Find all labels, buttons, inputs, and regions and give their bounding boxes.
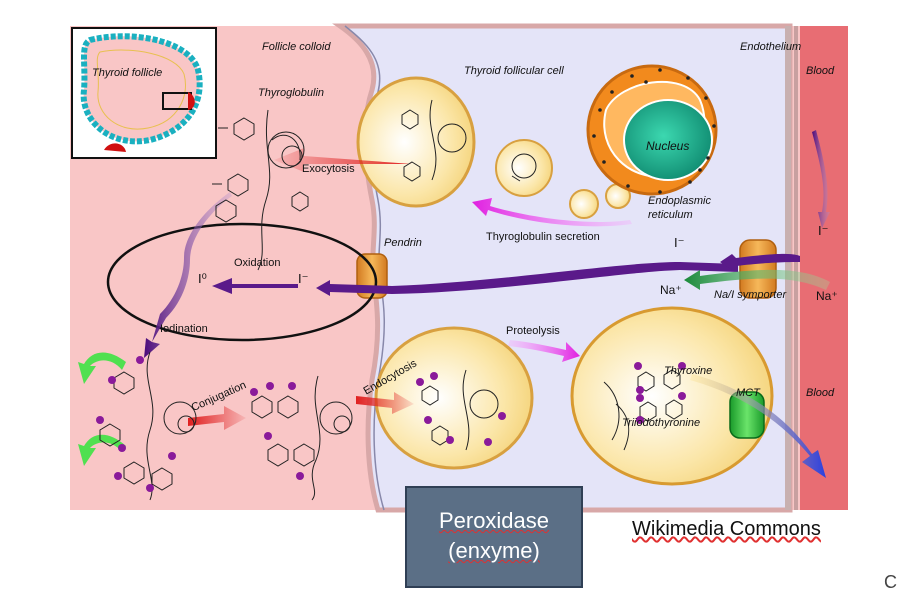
- peroxidase-line1: Peroxidase: [438, 508, 550, 533]
- triiodothyronine-label: Triiodothyronine: [622, 417, 701, 429]
- iodide-colloid-label: I⁻: [298, 271, 309, 286]
- thyroxine-label: Thyroxine: [664, 365, 713, 377]
- iodide-cell-label: I⁻: [674, 235, 685, 250]
- iodination-arrow: [144, 192, 232, 358]
- iodine-atoms: [96, 356, 686, 492]
- corner-glyph: C: [884, 572, 897, 592]
- credit-text: Wikimedia Commons: [632, 518, 821, 540]
- blood-region: [800, 26, 848, 510]
- wikimedia-credit: Wikimedia Commons: [632, 518, 821, 541]
- conjugation-curl-arrow-2: [78, 434, 126, 466]
- exocytosis-arrow: [274, 148, 412, 172]
- thyroglobulin-molecule: [212, 109, 309, 271]
- sodium-cell-label: Na⁺: [660, 283, 682, 297]
- nucleus: [623, 99, 713, 181]
- thyroglobulin-label: Thyroglobulin: [258, 87, 325, 99]
- thyroglobulin-secretion-label: Thyroglobulin secretion: [486, 231, 600, 243]
- exocytosis-vesicle: [356, 76, 476, 208]
- endocytosis-arrow: [356, 392, 414, 414]
- reticulum-label: reticulum: [648, 209, 693, 221]
- iodide-blood-arrow: [812, 130, 830, 228]
- nucleus-label: Nucleus: [646, 139, 690, 153]
- proteolysis-label: Proteolysis: [506, 325, 560, 337]
- conjugation-curl-arrow-1: [78, 352, 126, 384]
- sodium-arrow: [684, 269, 830, 290]
- oxidation-arrow: [212, 278, 298, 294]
- iodine-zero-label: I⁰: [198, 271, 207, 286]
- endoplasmic-label: Endoplasmic: [648, 195, 711, 207]
- secretory-vesicle: [495, 139, 553, 197]
- na-i-symporter-transporter: [739, 239, 777, 299]
- na-i-symporter-label: Na/I symporter: [714, 289, 787, 301]
- blood-label-top: Blood: [806, 65, 835, 77]
- endothelium-label: Endothelium: [740, 41, 802, 53]
- thyroid-follicle-label: Thyroid follicle: [92, 67, 163, 79]
- pendrin-label: Pendrin: [384, 237, 422, 249]
- conjugated-thyroglobulin: [251, 375, 353, 501]
- mct-label: MCT: [736, 387, 760, 399]
- blood-label-bottom: Blood: [806, 387, 835, 399]
- hormone-release-arrow: [690, 374, 826, 478]
- secretion-arrow: [472, 198, 632, 227]
- iodide-blood-label: I⁻: [818, 223, 829, 238]
- thyroid-hormone-molecules: [637, 369, 683, 422]
- iodide-transport-arrow: [316, 262, 738, 296]
- oxidation-label: Oxidation: [234, 257, 281, 269]
- proteolysis-arrow: [508, 340, 580, 362]
- exocytosis-label: Exocytosis: [302, 163, 355, 175]
- follicle-colloid-label: Follicle colloid: [262, 41, 331, 53]
- peroxidase-line2: (enxyme): [448, 538, 540, 563]
- iodination-label: Iodination: [160, 323, 208, 335]
- sodium-blood-label: Na⁺: [816, 289, 838, 303]
- conjugation-arrow: [188, 406, 246, 430]
- peroxidase-enzyme-box: Peroxidase (enxyme): [405, 486, 583, 588]
- lysosome-vesicle: [570, 306, 774, 486]
- vesicle-thyroglobulin: [401, 99, 630, 451]
- oxidation-ellipse: [106, 222, 378, 342]
- endocytosis-vesicle: [374, 326, 534, 470]
- thyroid-follicular-cell-label: Thyroid follicular cell: [464, 65, 564, 77]
